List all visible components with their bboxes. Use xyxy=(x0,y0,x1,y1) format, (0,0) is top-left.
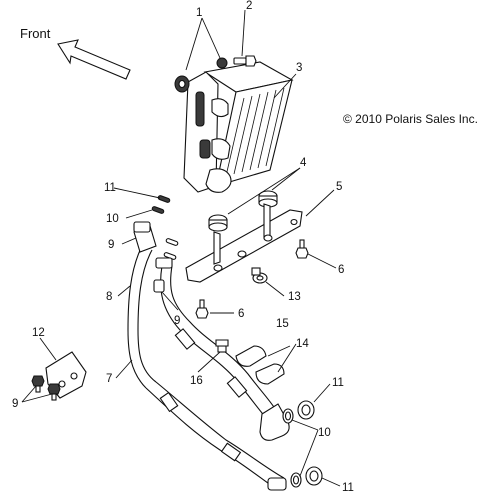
callout-10-lower: 10 xyxy=(318,427,331,439)
callout-1: 1 xyxy=(196,7,202,19)
o-rings xyxy=(282,400,323,488)
callout-6-lower: 6 xyxy=(238,308,244,320)
bolt-6-lower xyxy=(195,299,209,319)
oil-hose-8 xyxy=(127,221,287,491)
hose-clamps-14-15 xyxy=(235,345,285,385)
callout-11-mid: 11 xyxy=(332,377,344,389)
screws-9-left xyxy=(31,375,61,401)
callout-12: 12 xyxy=(32,327,45,339)
callout-4: 4 xyxy=(300,157,307,169)
front-arrow-icon xyxy=(57,39,131,80)
callout-3: 3 xyxy=(296,62,302,74)
mounting-bracket xyxy=(185,203,303,283)
oil-cooler-assembly xyxy=(174,55,294,193)
copyright-text: © 2010 Polaris Sales Inc. xyxy=(343,112,478,126)
callout-numbers: 1 2 3 4 5 6 6 7 8 9 9 9 10 10 11 11 11 1… xyxy=(12,0,354,494)
callout-7: 7 xyxy=(106,373,112,385)
callout-9-left: 9 xyxy=(12,398,18,410)
front-label: Front xyxy=(20,26,51,41)
callout-11-lower: 11 xyxy=(342,482,354,494)
oil-hose-7 xyxy=(153,257,290,441)
callout-8: 8 xyxy=(106,291,112,303)
bolt-6-right xyxy=(295,239,309,259)
front-indicator: Front xyxy=(20,26,131,80)
callout-14: 14 xyxy=(296,338,309,350)
callout-5: 5 xyxy=(336,181,342,193)
callout-9-upper: 9 xyxy=(108,239,114,251)
retaining-clips xyxy=(151,195,179,260)
callout-2: 2 xyxy=(246,0,252,12)
callout-16: 16 xyxy=(190,375,203,387)
bolt-16 xyxy=(215,339,229,353)
callout-15: 15 xyxy=(276,318,289,330)
grommets xyxy=(208,190,278,232)
callout-13: 13 xyxy=(288,291,301,303)
leader-lines xyxy=(21,9,341,487)
callout-9-middle: 9 xyxy=(174,315,180,327)
callout-11-upper: 11 xyxy=(104,182,116,194)
hose-clamp-13 xyxy=(251,267,268,284)
callout-10-upper: 10 xyxy=(106,213,119,225)
callout-6-right: 6 xyxy=(338,264,344,276)
